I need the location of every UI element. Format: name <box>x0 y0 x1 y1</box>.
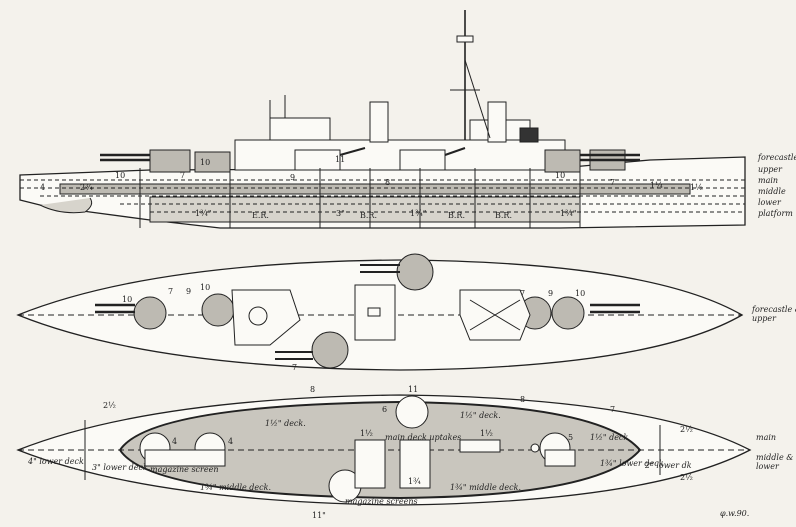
label-n7a: 7 <box>180 171 185 180</box>
profile-view <box>19 10 746 229</box>
deck-side-labels: forecastle upper main middle lower platf… <box>757 153 796 218</box>
deck-label-main-2: main <box>756 433 776 442</box>
plan2-n6: 6 <box>382 405 387 414</box>
label-n11: 11 <box>335 155 345 164</box>
armor-belt <box>59 183 691 195</box>
plan1-n10c: 10 <box>575 289 585 298</box>
plan2-magazine-screens: magazine screens <box>345 497 418 506</box>
plan2-deck2: 1½" deck. <box>460 411 501 420</box>
turret-y <box>551 296 585 330</box>
plan1-n10a: 10 <box>122 295 132 304</box>
label-thick-b: 1¾" <box>410 209 427 218</box>
plan-upper-side-label: forecastle &upper <box>751 305 796 323</box>
profile-text: E.R. B.R. B.R. B.R. 1¾" 3" 1¾" 1¾" 10 10… <box>40 155 703 220</box>
label-thick-c: 1¾" <box>560 209 577 218</box>
label-n4: 4 <box>40 183 45 192</box>
label-n1-1-4: 1¼ <box>650 181 663 190</box>
fore-funnel <box>369 101 389 143</box>
plan2-n7: 7 <box>610 405 615 414</box>
label-thick-3: 3" <box>336 209 345 218</box>
plan2-n1-1-2b: 1½ <box>480 429 493 438</box>
plan2-n11b: 11" <box>312 511 326 520</box>
label-br2: B.R. <box>448 211 465 220</box>
plan2-middle-deck1: 1¾" middle deck. <box>200 483 271 492</box>
turret-a <box>133 296 167 330</box>
deck-label-main: main <box>758 176 778 185</box>
label-n8: 8 <box>385 178 390 187</box>
signature: φ.w.90. <box>720 509 749 518</box>
plan-lower-text: 1½" deck. 1½" deck. 1½" deck main deck u… <box>27 385 693 520</box>
plan1-n10b: 10 <box>200 283 210 292</box>
label-n10a: 10 <box>115 171 125 180</box>
plan2-n11a: 11 <box>408 385 418 394</box>
plan2-deck3: 1½" deck <box>590 433 628 442</box>
label-n2-3-4: 2¾ <box>80 183 93 192</box>
label-er: E.R. <box>252 211 269 220</box>
plan2-n8a: 8 <box>310 385 315 394</box>
label-n10b: 10 <box>200 158 210 167</box>
plan-upper-text: 10 7 9 10 7 9 10 7 <box>122 283 585 372</box>
label-n10c: 10 <box>555 171 565 180</box>
deck-label-middle: middle <box>758 187 786 196</box>
plan2-n5: 5 <box>568 433 573 442</box>
plan1-n7a: 7 <box>168 287 173 296</box>
plan2-deck1: 1½" deck. <box>265 419 306 428</box>
label-n9: 9 <box>290 173 295 182</box>
deck-label-lower: lower <box>758 198 782 207</box>
plan1-n7c: 7 <box>292 363 297 372</box>
plan2-n1-3-4: 1¾ <box>408 477 421 486</box>
plan2-main-uptakes: main deck uptakes <box>385 433 461 442</box>
deck-label-middle-lower: middle &lower <box>756 453 793 471</box>
plan2-n2-1-2: 2½ <box>103 401 116 410</box>
plan2-n2-1-2c: 2½ <box>680 473 693 482</box>
label-br3: B.R. <box>495 211 512 220</box>
plan-upper-deck <box>16 253 744 371</box>
plan2-n2-1-2b: 2½ <box>680 425 693 434</box>
plan2-lower-deck-3: 3" lower deck. <box>92 463 150 472</box>
plan2-lower-deck-aft1: 1¾" lower deck <box>600 459 664 468</box>
plan2-middle-deck2: 1¾" middle deck. <box>450 483 521 492</box>
aft-funnel <box>487 101 507 143</box>
plan2-n1-1-2a: 1½ <box>360 429 373 438</box>
label-thick-a: 1¾" <box>195 209 212 218</box>
plan2-n4a: 4 <box>172 437 177 446</box>
label-br1: B.R. <box>360 211 377 220</box>
plan2-magazine-screen: magazine screen <box>150 465 218 474</box>
plan1-n7b: 7 <box>520 289 525 298</box>
label-n1-1-2: 1½ <box>690 183 703 192</box>
turret-b <box>201 293 235 327</box>
plan-lower-decks <box>16 394 752 506</box>
turret-p <box>311 331 349 369</box>
plan2-n4b: 4 <box>228 437 233 446</box>
turret-q <box>396 253 434 291</box>
plan2-lower-deck-fwd: 4" lower deck <box>27 457 84 466</box>
plan1-n9b: 9 <box>548 289 553 298</box>
deck-label-platform: platform <box>758 209 793 218</box>
deck-label-upper: upper <box>758 165 783 174</box>
plan-lower-side-labels: main middle &lower <box>756 433 793 471</box>
plan2-n8b: 8 <box>520 395 525 404</box>
label-n7b: 7 <box>610 178 615 187</box>
deck-label-forecastle-upper-1: forecastle &upper <box>751 305 796 323</box>
plan2-lower-deck-aft2: 2" lower dk <box>644 461 692 470</box>
plan1-n9a: 9 <box>186 287 191 296</box>
deck-label-forecastle: forecastle <box>757 153 796 162</box>
